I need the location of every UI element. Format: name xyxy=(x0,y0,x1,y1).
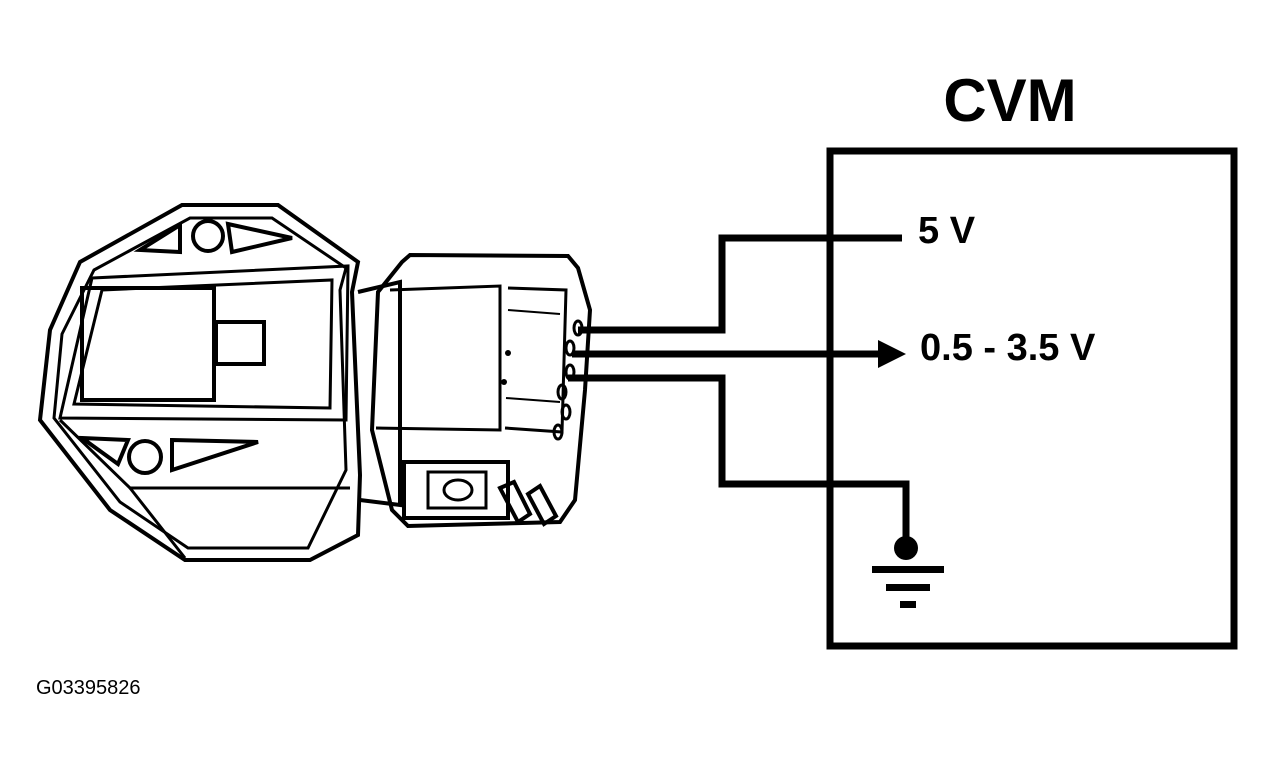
supply-voltage-label: 5 V xyxy=(918,210,976,252)
supply-wire xyxy=(578,234,902,334)
figure-id: G03395826 xyxy=(36,677,141,699)
signal-arrowhead xyxy=(878,340,906,368)
cvm-title: CVM xyxy=(943,67,1076,134)
ground-icon xyxy=(872,536,944,608)
ground-wire xyxy=(568,374,910,548)
signal-voltage-label: 0.5 - 3.5 V xyxy=(920,327,1096,369)
cvm-module-box xyxy=(826,147,1238,650)
sensor-illustration xyxy=(37,203,593,562)
wires xyxy=(568,234,910,548)
